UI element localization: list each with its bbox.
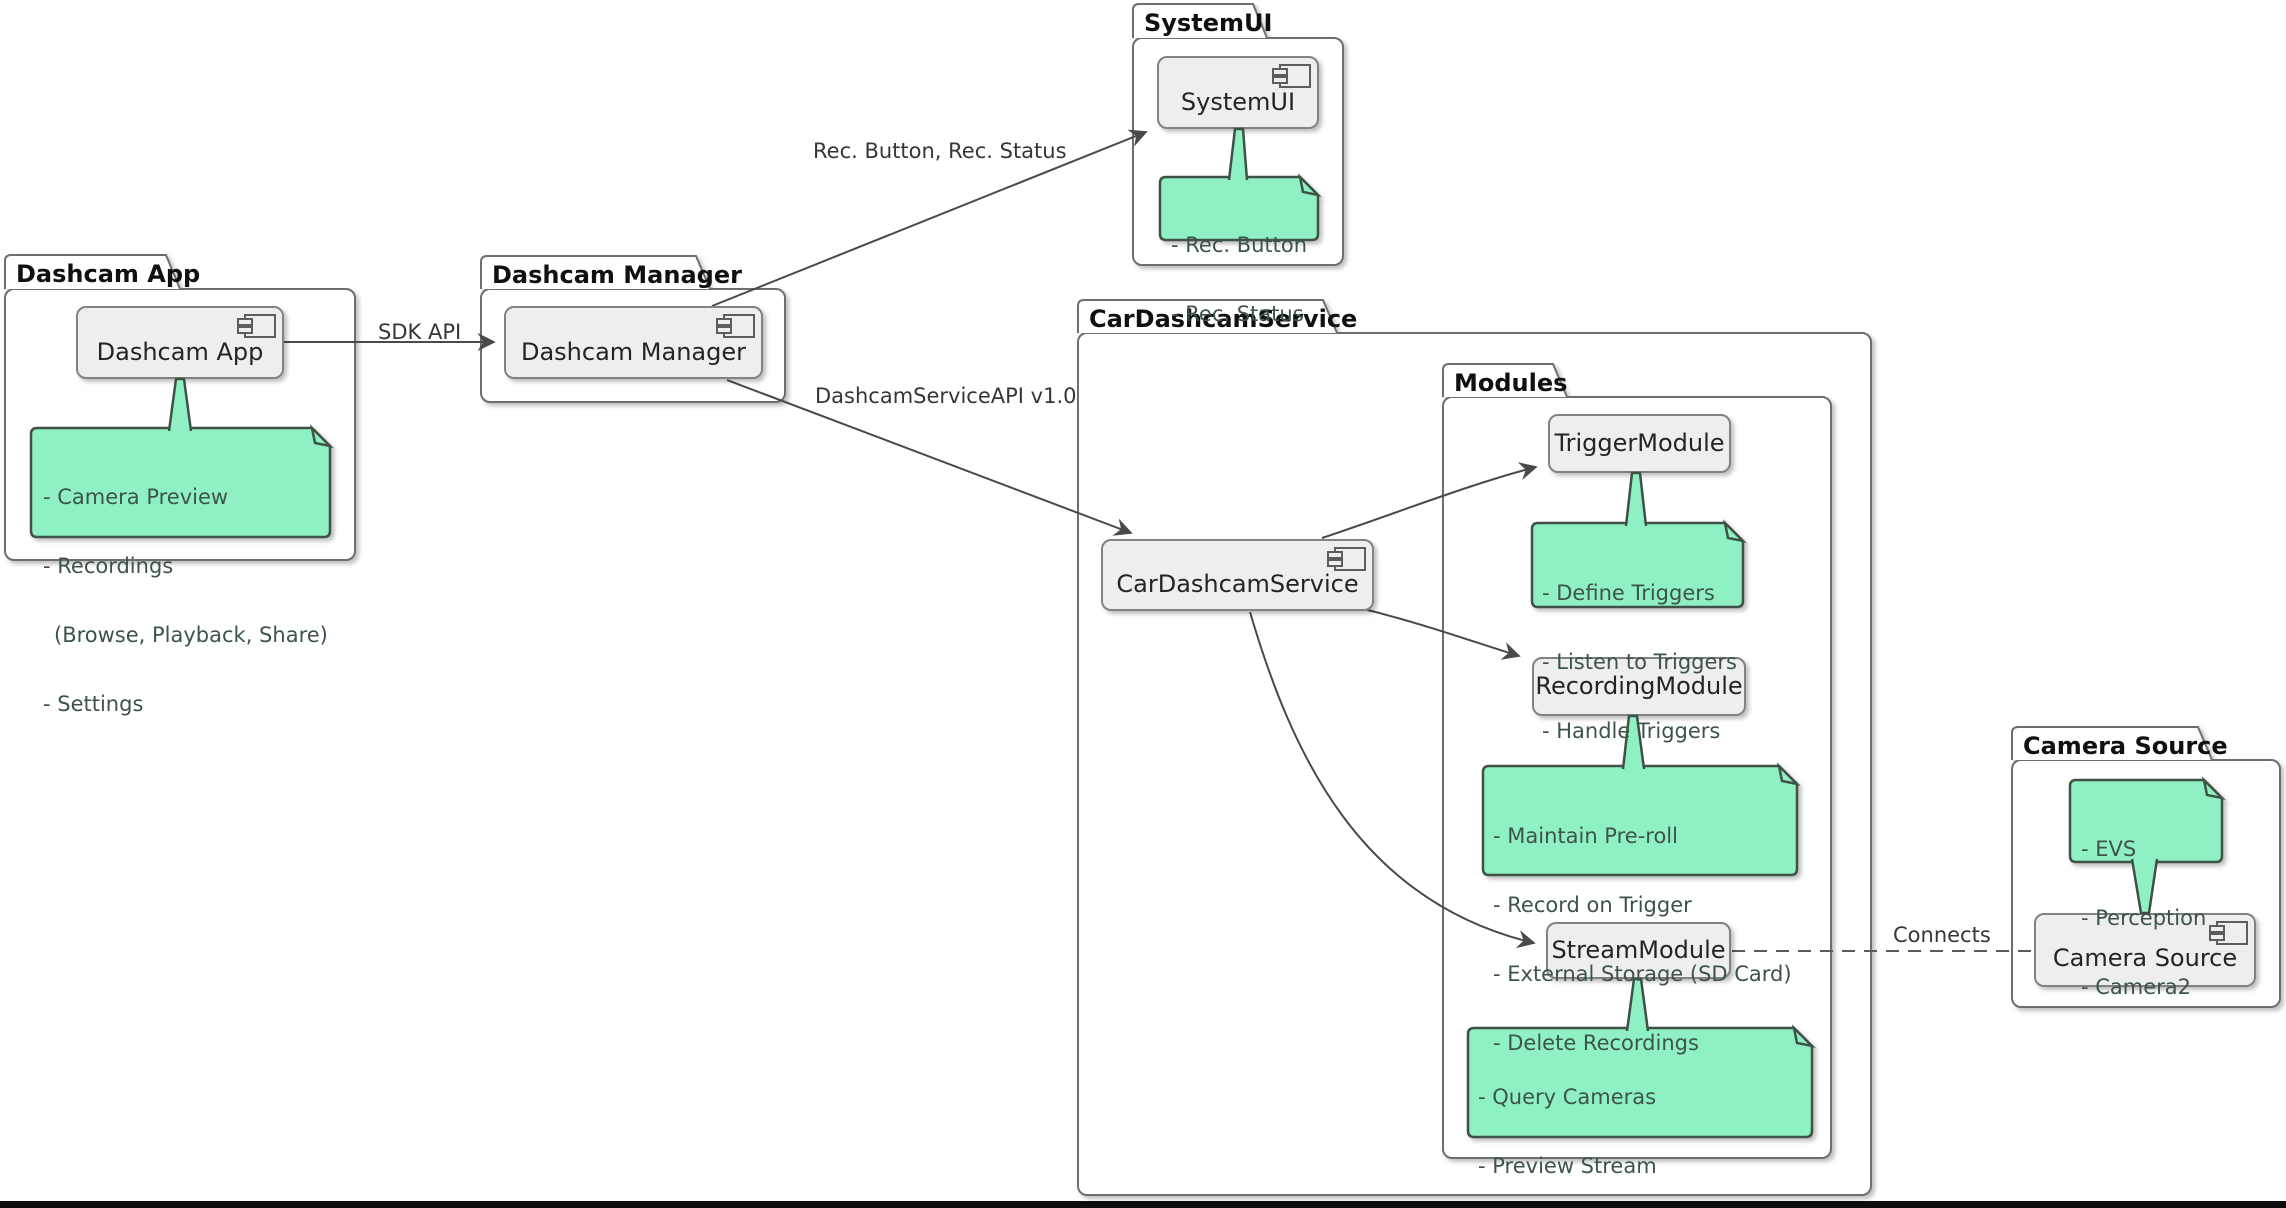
note-text-systemui: - Rec. Button - Rec. Status — [1171, 188, 1307, 372]
note-line: - Rec. Button — [1171, 233, 1308, 257]
note-pointer-dashcam-app — [167, 377, 193, 432]
bottom-bar — [0, 1201, 2286, 1208]
component-label-recording-module: RecordingModule — [1535, 672, 1743, 700]
note-line: - Settings — [43, 692, 144, 716]
note-text-recording-module: - Maintain Pre-roll - Record on Trigger … — [1493, 779, 1792, 1101]
note-text-trigger-module: - Define Triggers - Listen to Triggers -… — [1542, 536, 1737, 789]
package-title-modules: Modules — [1454, 369, 1568, 397]
note-text-stream-module: - Query Cameras - Preview Stream - Snaps… — [1478, 1040, 1813, 1208]
package-title-dashcam-manager: Dashcam Manager — [492, 261, 742, 289]
edge-rec-button-status — [711, 129, 1148, 307]
note-line: - Delete Recordings — [1493, 1031, 1699, 1055]
note-pointer-stream — [1625, 977, 1650, 1032]
edge-label-dashcam-service-api: DashcamServiceAPI v1.0 — [815, 384, 1077, 408]
note-line: - Rec. Status — [1171, 302, 1304, 326]
note-recording-module — [1481, 762, 1801, 877]
note-trigger-module — [1530, 519, 1747, 609]
component-label-dashcam-app: Dashcam App — [96, 338, 264, 366]
note-line: - Camera2 — [2081, 975, 2192, 999]
note-line: - EVS — [2081, 837, 2137, 861]
note-line: - Query Cameras — [1478, 1085, 1657, 1109]
package-title-dashcam-app: Dashcam App — [16, 260, 201, 288]
note-line: - Maintain Pre-roll — [1493, 824, 1678, 848]
edge-label-connects: Connects — [1893, 923, 1991, 947]
note-stream-module — [1466, 1024, 1816, 1139]
note-dashcam-app — [29, 424, 334, 539]
note-line: - Recordings — [43, 554, 174, 578]
note-line: - Handle Triggers — [1542, 719, 1721, 743]
edge-to-recording-module — [1359, 607, 1521, 660]
note-line: - External Storage (SD Card) — [1493, 962, 1792, 986]
edge-to-trigger-module — [1321, 462, 1538, 539]
edge-to-stream-module — [1249, 611, 1536, 949]
component-label-systemui: SystemUI — [1180, 88, 1296, 116]
note-text-camera-source: - EVS - Perception - Camera2 — [2081, 792, 2206, 1045]
note-pointers — [167, 127, 2159, 1032]
note-systemui — [1158, 173, 1322, 242]
package-title-car-dashcam-service: CarDashcamService — [1089, 305, 1358, 333]
component-dashcam-manager — [504, 306, 763, 379]
component-label-camera-source: Camera Source — [2052, 944, 2238, 972]
package-title-camera-source: Camera Source — [2023, 732, 2228, 760]
component-label-car-dashcam-service: CarDashcamService — [1116, 570, 1359, 598]
note-camera-source — [2068, 776, 2226, 864]
component-car-dashcam-service — [1101, 539, 1374, 611]
component-recording-module — [1532, 657, 1746, 716]
note-line: - Define Triggers — [1542, 581, 1715, 605]
note-line: - Listen to Triggers — [1542, 650, 1737, 674]
edge-label-rec-button-status: Rec. Button, Rec. Status — [813, 139, 1067, 163]
edge-dashcam-service-api — [726, 379, 1133, 536]
component-label-dashcam-manager: Dashcam Manager — [520, 338, 746, 366]
note-line: - Record on Trigger — [1493, 893, 1692, 917]
note-line: (Browse, Playback, Share) — [54, 623, 328, 647]
note-line: - Camera Preview — [43, 485, 229, 509]
note-pointer-recording — [1621, 714, 1646, 770]
note-shapes — [29, 173, 2226, 1139]
note-line: - Preview Stream — [1478, 1154, 1657, 1178]
note-text-dashcam-app: - Camera Preview - Recordings (Browse, P… — [43, 440, 328, 762]
edge-label-sdk-api: SDK API — [378, 320, 462, 344]
package-title-systemui: SystemUI — [1144, 9, 1273, 37]
note-pointer-systemui — [1227, 127, 1249, 181]
note-line: - Perception — [2081, 906, 2207, 930]
component-label-stream-module: StreamModule — [1551, 936, 1726, 964]
component-label-trigger-module: TriggerModule — [1554, 429, 1725, 457]
component-icon — [237, 64, 2248, 945]
note-pointer-camera-source — [2130, 858, 2159, 915]
note-pointer-trigger — [1624, 471, 1648, 527]
